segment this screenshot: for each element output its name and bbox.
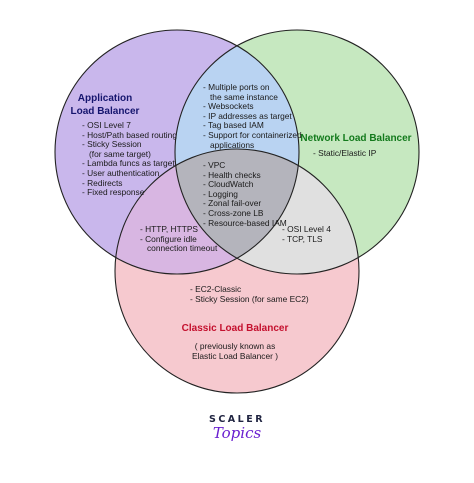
all-three-item: - Logging [203,188,238,199]
clb-outline [114,148,360,394]
all-three-item: - Resource-based IAM [203,217,287,228]
alb-only-item: - Host/Path based routing [82,129,177,140]
clb-note-item: ( previously known as [194,341,276,351]
nlb-clb-item: - TCP, TLS [282,233,323,244]
all-three-item: - Zonal fail-over [203,198,262,209]
clb-note-item: Elastic Load Balancer ) [191,350,279,361]
alb-clb-shared-features: - HTTP, HTTPS- Configure idle connection… [140,224,218,254]
all-three-item: - CloudWatch [203,179,254,190]
clb-title: Classic Load Balancer [170,323,300,336]
alb-title-line: Load Balancer [70,105,140,117]
alb-nlb-item: - IP addresses as target [203,110,292,121]
alb-nlb-item: - Multiple ports on [203,82,270,92]
alb-nlb-item: the same instance [203,91,278,102]
clb-title-text: Classic Load Balancer [181,323,289,334]
alb-outline [54,29,300,275]
nlb-title: Network Load Balancer [300,133,412,146]
alb-title: Application Load Balancer [60,93,150,118]
nlb-only-item: - Static/Elastic IP [313,148,377,158]
alb-title-line: Application [77,93,133,104]
alb-nlb-shared-features: - Multiple ports on the same instance- W… [203,82,302,150]
nlb-title-text: Network Load Balancer [300,133,412,144]
alb-only-item: - Sticky Session [82,139,142,150]
nlb-outline [174,29,420,275]
brand-wordmark-bottom: Topics [212,424,262,442]
alb-only-item: - Redirects [82,177,123,188]
alb-nlb-item: - Support for containerized [203,129,302,140]
all-three-item: - Cross-zone LB [203,207,264,218]
nlb-only-features: - Static/Elastic IP [313,148,377,159]
nlb-clb-shared-features: - OSI Level 4- TCP, TLS [282,224,331,244]
alb-nlb-item: - Tag based IAM [203,120,264,131]
alb-only-item: - OSI Level 7 [82,120,131,130]
alb-only-item: - Lambda funcs as target [82,158,175,169]
all-three-item: - Health checks [203,169,261,180]
brand-wordmark-top: SCALER [208,414,266,425]
alb-clb-item: connection timeout [140,243,218,254]
alb-only-features: - OSI Level 7- Host/Path based routing- … [82,120,177,198]
clb-only-item: - Sticky Session (for same EC2) [190,293,309,304]
nlb-clb-item: - OSI Level 4 [282,224,331,234]
alb-clb-item: - Configure idle [140,233,197,244]
all-three-item: - VPC [203,160,226,170]
alb-nlb-item: - Websockets [203,101,254,112]
alb-only-item: - Fixed response [82,187,145,198]
all-shared-features: - VPC- Health checks- CloudWatch- Loggin… [203,160,287,228]
alb-nlb-item: applications [203,139,255,150]
alb-only-item: - User authentication [82,167,160,178]
alb-only-item: (for same target) [82,148,151,159]
clb-only-features: - EC2-Classic- Sticky Session (for same … [190,284,309,304]
alb-clb-item: - HTTP, HTTPS [140,224,199,234]
clb-only-item: - EC2-Classic [190,284,242,294]
